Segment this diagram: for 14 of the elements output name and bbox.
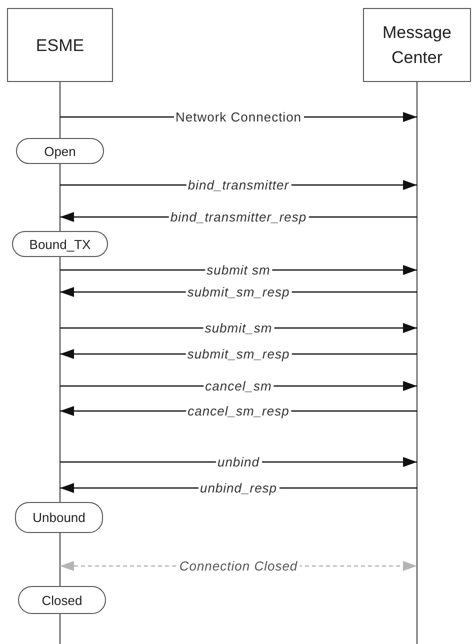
edge-label: cancel_sm_resp xyxy=(186,404,292,418)
edge-label: Network Connection xyxy=(173,110,304,124)
edge-label: submit_sm xyxy=(202,320,274,336)
edge-label: unbind_resp xyxy=(198,480,280,496)
edge-label: cancel_sm xyxy=(203,378,274,394)
edge-label: Connection Closed xyxy=(177,558,300,574)
edge-label: submit sm xyxy=(204,262,272,278)
edge-label: unbind xyxy=(215,454,262,470)
edge-label: bind_transmitter_resp xyxy=(168,210,309,224)
participant-box: Message Center xyxy=(363,8,471,82)
edge-label: submit_sm_resp xyxy=(185,284,292,300)
edge-label: submit_sm_resp xyxy=(185,346,292,362)
edge-label: bind_transmitter xyxy=(186,178,292,192)
participant-box: ESME xyxy=(7,8,113,82)
